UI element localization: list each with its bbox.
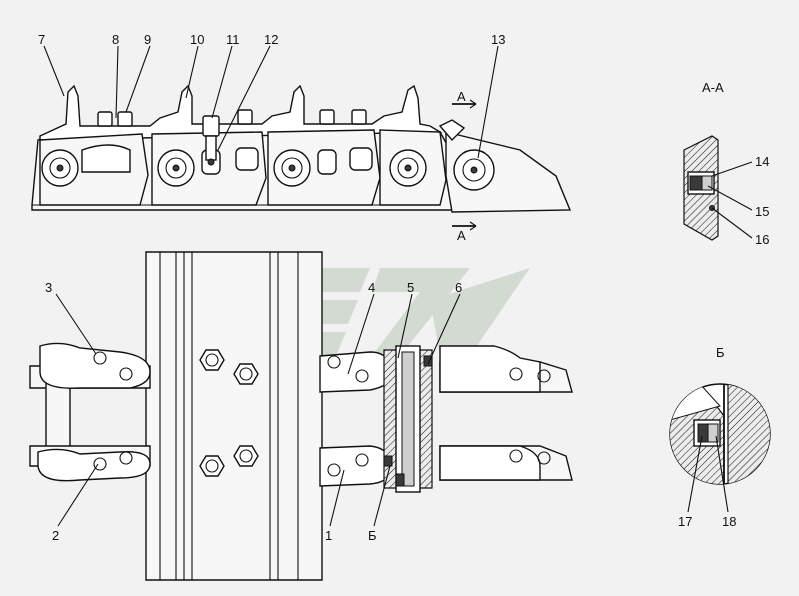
callout-8: 8 (112, 32, 119, 47)
detail-b-view (669, 383, 771, 513)
callout-1: 1 (325, 528, 332, 543)
callout-13: 13 (491, 32, 505, 47)
section-aa-title: А-А (702, 80, 724, 95)
callout-14: 14 (755, 154, 769, 169)
callout-9: 9 (144, 32, 151, 47)
leader-lines-top (43, 45, 499, 159)
leader-lines-bottom (55, 293, 461, 527)
callout-2: 2 (52, 528, 59, 543)
section-aa-view (683, 135, 753, 241)
callout-10: 10 (190, 32, 204, 47)
callout-18: 18 (722, 514, 736, 529)
section-marker-a-top: А (457, 89, 466, 104)
callout-12: 12 (264, 32, 278, 47)
track-side-view (31, 84, 572, 231)
shoe-bolts (199, 349, 259, 477)
callout-4: 4 (368, 280, 375, 295)
track-plan-view (29, 251, 573, 581)
callout-16: 16 (755, 232, 769, 247)
callout-5: 5 (407, 280, 414, 295)
callout-17: 17 (678, 514, 692, 529)
callout-11: 11 (226, 32, 240, 47)
callout-3: 3 (45, 280, 52, 295)
callout-6: 6 (455, 280, 462, 295)
section-marker-b: Б (368, 528, 377, 543)
callout-15: 15 (755, 204, 769, 219)
section-b-title: Б (716, 345, 725, 360)
callout-7: 7 (38, 32, 45, 47)
section-marker-a-bottom: А (457, 228, 466, 243)
